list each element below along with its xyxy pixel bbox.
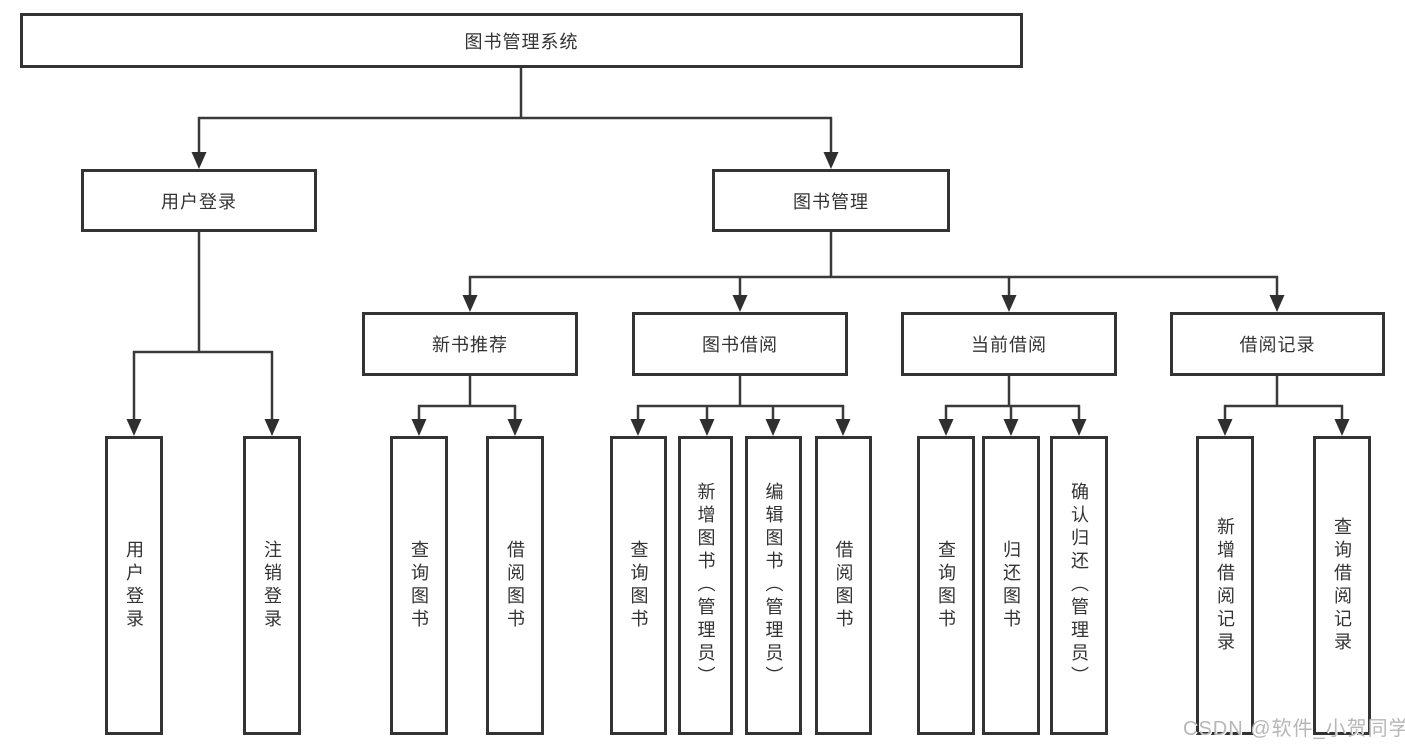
leaf-current-query-book: 查询图书 bbox=[917, 436, 975, 735]
leaf-user-login: 用户登录 bbox=[105, 436, 163, 735]
leaf-borrow-book: 借阅图书 bbox=[815, 436, 872, 735]
leaf-query-borrow-record: 查询借阅记录 bbox=[1313, 436, 1371, 735]
arrowhead bbox=[1071, 419, 1087, 436]
node-user-login-branch: 用户登录 bbox=[81, 169, 317, 232]
arrowhead bbox=[732, 295, 748, 312]
node-borrow-records: 借阅记录 bbox=[1170, 312, 1385, 376]
leaf-logout: 注销登录 bbox=[243, 436, 301, 735]
leaf-add-borrow-record: 新增借阅记录 bbox=[1196, 436, 1254, 735]
node-book-borrow: 图书借阅 bbox=[632, 312, 848, 376]
leaf-edit-book-admin: 编辑图书（管理员） bbox=[745, 436, 802, 735]
arrowhead bbox=[126, 419, 142, 436]
leaf-recommend-borrow-book: 借阅图书 bbox=[486, 436, 544, 735]
csdn-watermark: CSDN @软件_小贺同学 bbox=[1183, 718, 1405, 740]
arrowhead bbox=[1269, 295, 1285, 312]
arrowhead bbox=[1003, 419, 1019, 436]
node-book-management: 图书管理 bbox=[712, 169, 950, 232]
arrowhead bbox=[191, 152, 207, 169]
leaf-return-book: 归还图书 bbox=[982, 436, 1040, 735]
arrowhead bbox=[1334, 419, 1350, 436]
arrowhead bbox=[938, 419, 954, 436]
arrowhead bbox=[1217, 419, 1233, 436]
arrowhead bbox=[411, 419, 427, 436]
leaf-recommend-query-book: 查询图书 bbox=[390, 436, 448, 735]
leaf-confirm-return-admin: 确认归还（管理员） bbox=[1050, 436, 1108, 735]
arrowhead bbox=[765, 419, 781, 436]
arrowhead bbox=[823, 152, 839, 169]
node-current-borrow: 当前借阅 bbox=[901, 312, 1117, 376]
node-library-management-system: 图书管理系统 bbox=[20, 13, 1023, 68]
arrowhead bbox=[835, 419, 851, 436]
arrowhead bbox=[630, 419, 646, 436]
arrowhead bbox=[264, 419, 280, 436]
arrowhead bbox=[1001, 295, 1017, 312]
arrowhead bbox=[462, 295, 478, 312]
arrowhead bbox=[699, 419, 715, 436]
leaf-add-book-admin: 新增图书（管理员） bbox=[678, 436, 733, 735]
arrowhead bbox=[507, 419, 523, 436]
node-new-book-recommend: 新书推荐 bbox=[362, 312, 578, 376]
leaf-borrow-query-book: 查询图书 bbox=[610, 436, 667, 735]
